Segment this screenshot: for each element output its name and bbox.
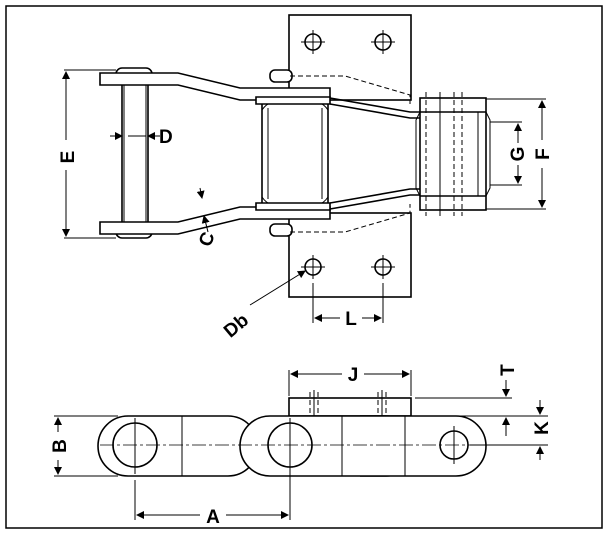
right-link [419, 97, 487, 211]
left-pin [121, 79, 149, 227]
dim-label-e: E [58, 151, 79, 164]
top-view: E D C F G L Db [58, 14, 554, 342]
side-link-right [360, 415, 487, 477]
dim-label-l: L [345, 309, 357, 330]
center-barrel [261, 99, 329, 208]
side-plate-top [99, 72, 331, 101]
dim-label-b: B [50, 439, 71, 453]
side-link-left [97, 415, 259, 477]
attachment-bar-side [288, 397, 412, 417]
dim-label-t: T [498, 364, 519, 376]
dim-label-g: G [508, 147, 529, 162]
drawing-frame [5, 5, 603, 529]
dim-label-a: A [206, 507, 220, 528]
side-view: B A J T K [50, 364, 553, 528]
attachment-plate-bottom [288, 212, 412, 298]
dim-label-db: Db [220, 310, 253, 342]
dim-label-f: F [533, 148, 554, 160]
side-plate-bottom [99, 206, 331, 235]
dim-label-k: K [532, 421, 553, 435]
dim-label-d: D [159, 127, 173, 148]
dim-label-j: J [348, 365, 359, 386]
dim-label-c: C [195, 229, 220, 249]
attachment-plate-top [288, 14, 412, 101]
